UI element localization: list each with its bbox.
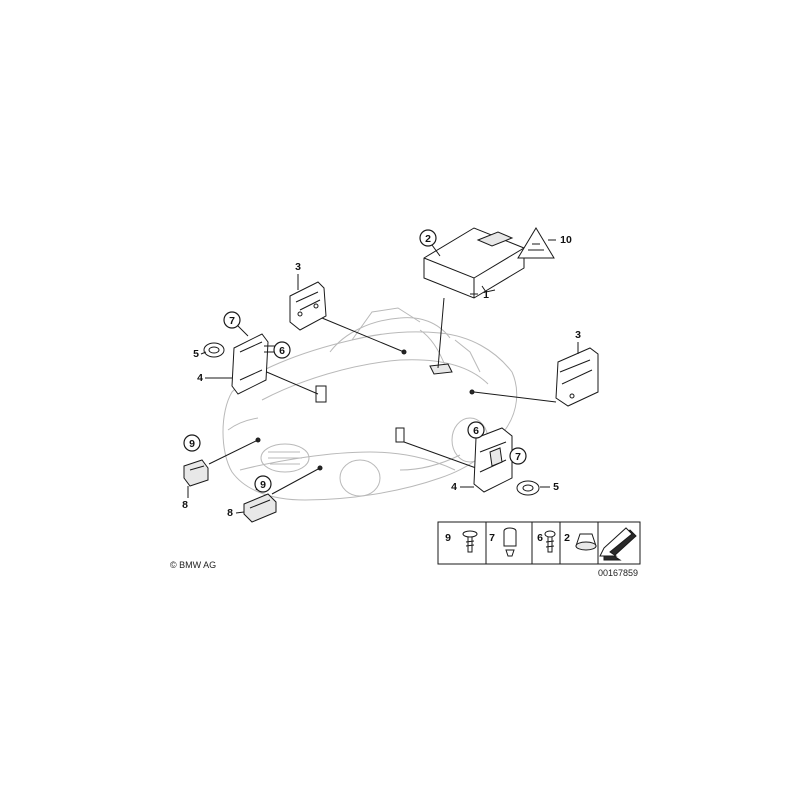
fastener-legend: 9 7 6 2 00167859 <box>437 521 641 578</box>
part-3-bracket-right <box>555 347 599 407</box>
callout-7-right: 7 <box>515 451 521 463</box>
cap-2-icon <box>575 533 597 551</box>
callout-8-right: 8 <box>227 507 233 519</box>
part-8-sensor-left <box>183 459 209 487</box>
leader-lines <box>208 247 557 495</box>
callout-4-left: 4 <box>197 372 203 384</box>
callout-5-left: 5 <box>193 348 199 360</box>
car-mounted-parts <box>255 349 475 471</box>
callout-6-left: 6 <box>279 345 285 357</box>
part-1-control-module <box>423 227 525 299</box>
part-4-sensor-left <box>231 333 276 395</box>
legend-label-9: 9 <box>445 532 451 544</box>
callout-4-right: 4 <box>451 481 457 493</box>
callout-1: 1 <box>483 289 489 301</box>
legend-label-6: 6 <box>537 532 543 544</box>
callouts: 2 1 10 3 3 7 6 5 4 6 7 4 5 9 8 9 8 <box>182 229 581 519</box>
callout-8-left: 8 <box>182 499 188 511</box>
screw-6-icon <box>544 530 556 553</box>
legend-label-7: 7 <box>489 532 495 544</box>
callout-6-right: 6 <box>473 425 479 437</box>
callout-9-right: 9 <box>260 479 266 491</box>
callout-7-left: 7 <box>229 315 235 327</box>
callout-2: 2 <box>425 233 431 245</box>
screw-9-icon <box>462 530 478 553</box>
callout-5-right: 5 <box>553 481 559 493</box>
legend-label-2: 2 <box>564 532 570 544</box>
copyright: © BMW AG <box>170 560 216 570</box>
part-8-sensor-right <box>243 493 277 523</box>
callout-9-left: 9 <box>189 438 195 450</box>
callout-3-left: 3 <box>295 261 301 273</box>
part-4-sensor-right <box>473 427 513 493</box>
car-outline <box>222 307 518 501</box>
arrow-icon <box>599 527 637 561</box>
callout-10: 10 <box>560 234 572 246</box>
callout-3-right: 3 <box>575 329 581 341</box>
warning-label <box>517 227 555 259</box>
diagram-number: 00167859 <box>598 568 638 578</box>
part-5-ring-left <box>203 342 225 358</box>
nut-7-icon <box>503 527 517 557</box>
part-3-bracket-left <box>289 281 327 331</box>
part-5-ring-right <box>516 480 540 496</box>
